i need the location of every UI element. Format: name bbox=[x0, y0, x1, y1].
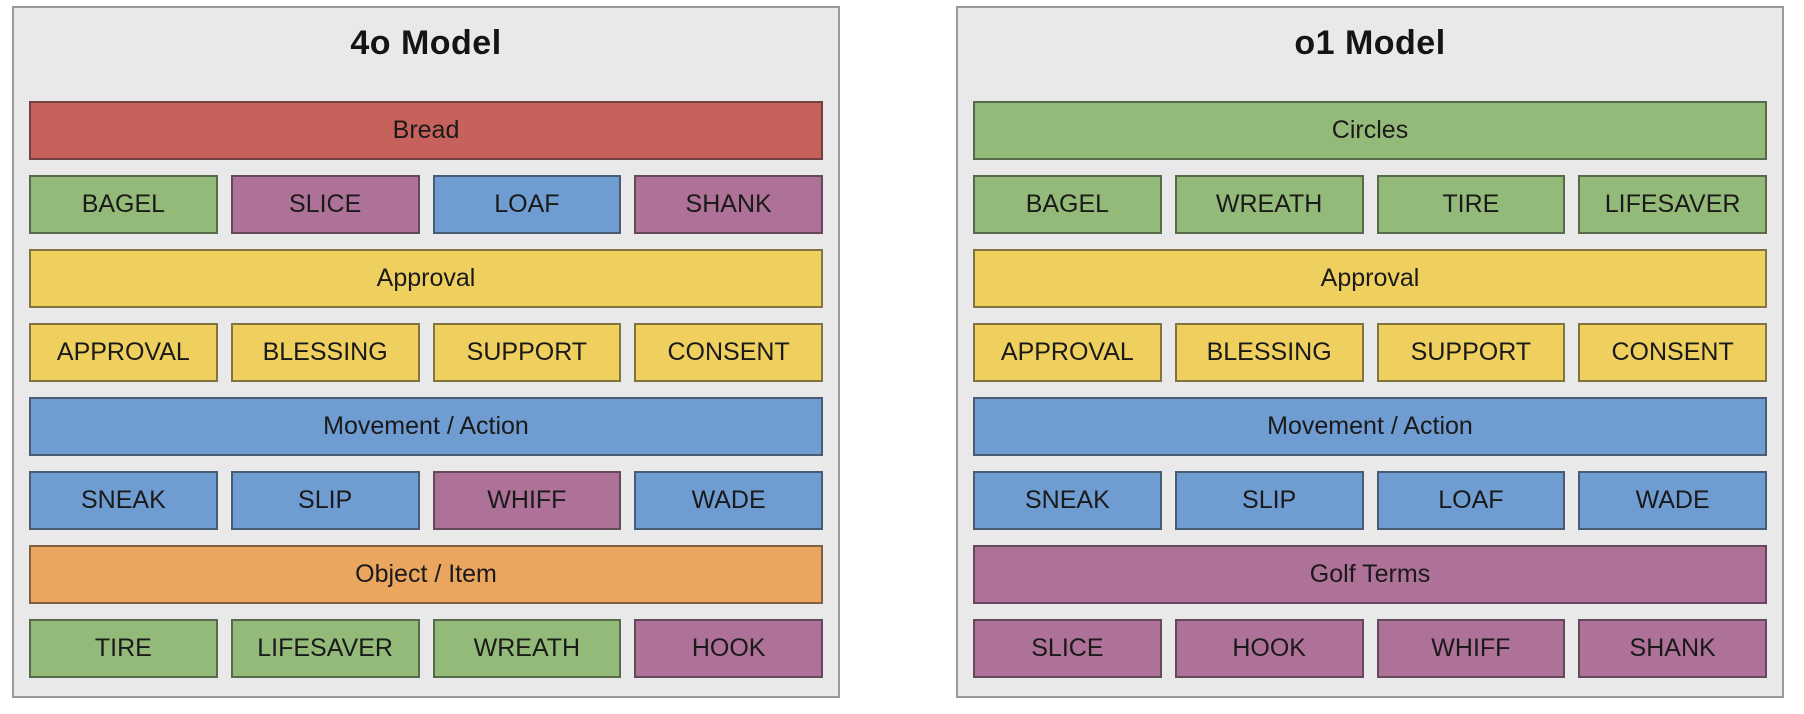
word-tile: BAGEL bbox=[973, 175, 1162, 234]
word-tile: SHANK bbox=[634, 175, 823, 234]
word-tile: SLIP bbox=[230, 471, 420, 530]
word-tile: WHIFF bbox=[432, 471, 622, 530]
word-tile: LIFESAVER bbox=[230, 619, 420, 678]
group-banner: Object / Item bbox=[29, 545, 823, 604]
word-tile: LOAF bbox=[432, 175, 622, 234]
panel-title: 4o Model bbox=[350, 24, 502, 62]
word-tile: HOOK bbox=[1174, 619, 1364, 678]
group-banner: Approval bbox=[973, 249, 1767, 308]
word-tile: HOOK bbox=[634, 619, 823, 678]
word-tile: SNEAK bbox=[29, 471, 218, 530]
group-banner: Movement / Action bbox=[29, 397, 823, 456]
group-banner: Approval bbox=[29, 249, 823, 308]
word-tile: APPROVAL bbox=[973, 323, 1162, 382]
group-banner: Golf Terms bbox=[973, 545, 1767, 604]
word-tile: SLIP bbox=[1174, 471, 1364, 530]
word-tile: BAGEL bbox=[29, 175, 218, 234]
word-tile: SUPPORT bbox=[432, 323, 622, 382]
word-tile: SUPPORT bbox=[1376, 323, 1566, 382]
word-tile: SNEAK bbox=[973, 471, 1162, 530]
word-tile: APPROVAL bbox=[29, 323, 218, 382]
panel-title: o1 Model bbox=[1294, 24, 1446, 62]
word-tile: TIRE bbox=[1376, 175, 1566, 234]
word-tile: SLICE bbox=[973, 619, 1162, 678]
group-banner: Movement / Action bbox=[973, 397, 1767, 456]
word-tile: WREATH bbox=[432, 619, 622, 678]
word-tile: CONSENT bbox=[1578, 323, 1767, 382]
group-banner: Circles bbox=[973, 101, 1767, 160]
word-tile: SLICE bbox=[230, 175, 420, 234]
word-tile: WADE bbox=[634, 471, 823, 530]
word-tile: BLESSING bbox=[1174, 323, 1364, 382]
group-banner: Bread bbox=[29, 101, 823, 160]
word-tile: WADE bbox=[1578, 471, 1767, 530]
word-tile: LOAF bbox=[1376, 471, 1566, 530]
word-tile: SHANK bbox=[1578, 619, 1767, 678]
word-tile: TIRE bbox=[29, 619, 218, 678]
word-tile: WHIFF bbox=[1376, 619, 1566, 678]
word-tile: BLESSING bbox=[230, 323, 420, 382]
word-tile: WREATH bbox=[1174, 175, 1364, 234]
word-tile: LIFESAVER bbox=[1578, 175, 1767, 234]
word-tile: CONSENT bbox=[634, 323, 823, 382]
